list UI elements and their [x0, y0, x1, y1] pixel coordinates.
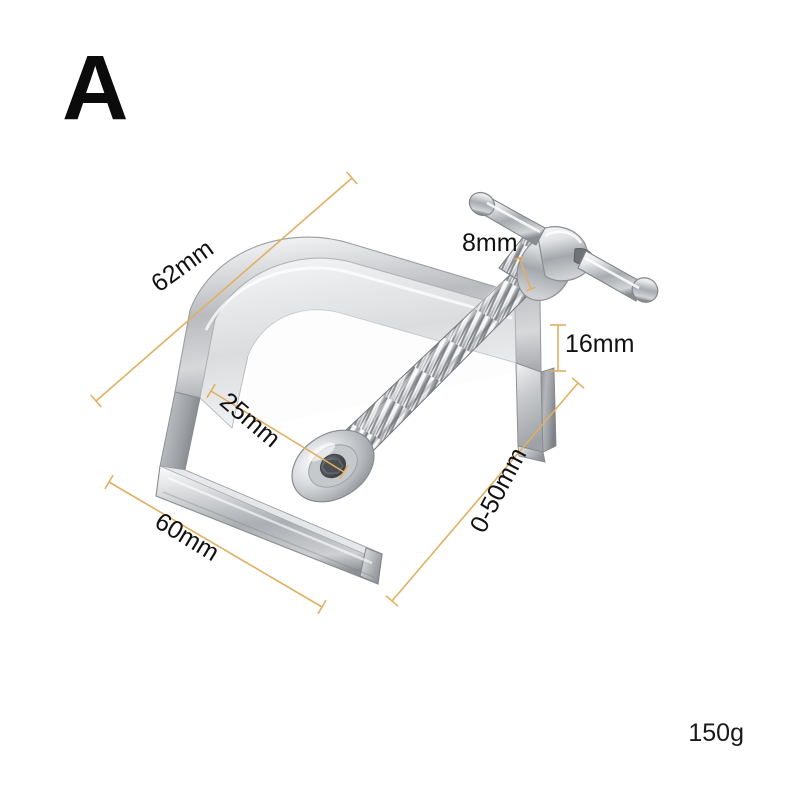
variant-letter: A: [62, 37, 128, 139]
dimension-label-frame-thickness: 16mm: [565, 330, 635, 358]
weight-caption: 150g: [688, 719, 744, 747]
dimension-label-screw-diameter: 8mm: [462, 229, 518, 257]
t-handle-bar: [468, 191, 659, 303]
